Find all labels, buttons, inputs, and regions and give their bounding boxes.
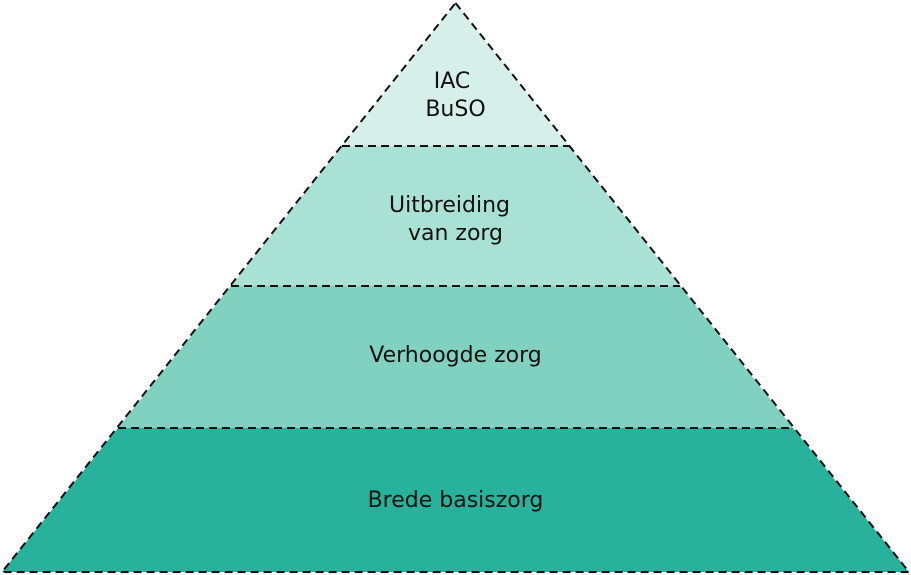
tier-3-label-line-1: Verhoogde zorg: [369, 343, 542, 368]
tier-2-fill: [231, 146, 680, 286]
tier-1-label-line-2: BuSO: [425, 97, 485, 122]
tier-1-label-line-1: IAC: [434, 69, 471, 94]
tier-1-fill: [342, 3, 569, 146]
tier-2-label-line-2: van zorg: [408, 221, 503, 246]
tier-4-label-line-1: Brede basiszorg: [368, 488, 544, 513]
tier-3-fill: [118, 286, 793, 428]
tier-4-fill: [2, 428, 909, 572]
tier-2-label: Uitbreiding van zorg: [389, 193, 517, 246]
tier-1-label: IAC BuSO: [425, 69, 485, 122]
tier-4-label: Brede basiszorg: [368, 488, 544, 513]
tier-3-label: Verhoogde zorg: [369, 343, 542, 368]
tier-2-label-line-1: Uitbreiding: [389, 193, 510, 218]
